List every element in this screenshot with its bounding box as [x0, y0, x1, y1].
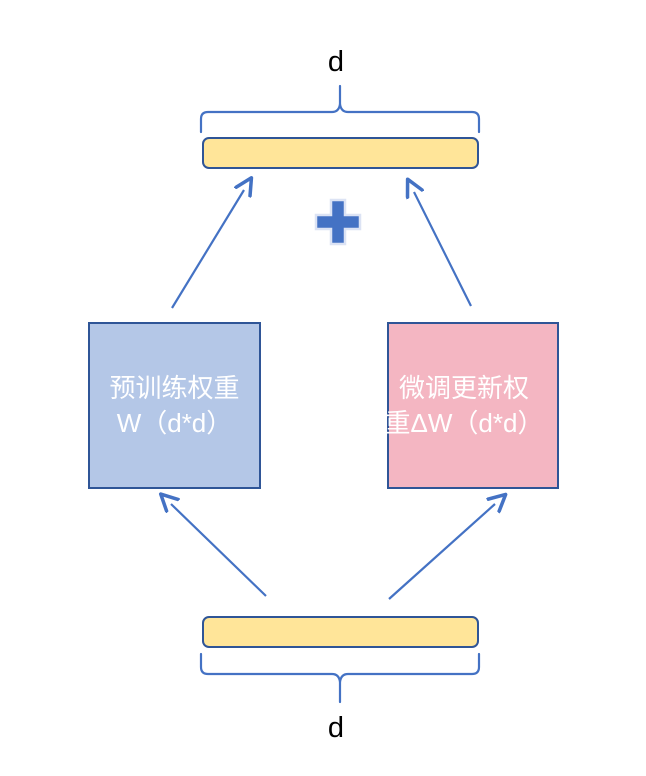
pretrained-weight-block: 预训练权重 W（d*d）: [88, 322, 261, 489]
pretrained-weight-line-2: W（d*d）: [116, 407, 233, 438]
brace-top: [199, 84, 481, 134]
pretrained-weight-line-1: 预训练权重: [109, 373, 240, 404]
plus-icon: [313, 197, 363, 247]
dimension-label-top: d: [327, 46, 345, 78]
delta-weight-block: 微调更新权 重ΔW（d*d）: [385, 322, 559, 489]
brace-bottom: [199, 652, 481, 704]
dimension-label-bottom: d: [327, 712, 345, 744]
delta-weight-text: 微调更新权 重ΔW（d*d）: [385, 371, 544, 440]
arrow-delta-to-output: [414, 192, 472, 307]
arrow-input-to-pretrained: [171, 504, 267, 597]
arrow-input-to-delta: [388, 504, 495, 600]
output-vector-bar: [202, 137, 479, 169]
delta-weight-line-1: 微调更新权: [398, 373, 529, 404]
arrow-pretrained-to-output: [171, 190, 244, 309]
input-vector-bar: [202, 616, 479, 648]
pretrained-weight-text: 预训练权重 W（d*d）: [109, 371, 239, 440]
delta-weight-line-2: 重ΔW（d*d）: [384, 407, 544, 438]
